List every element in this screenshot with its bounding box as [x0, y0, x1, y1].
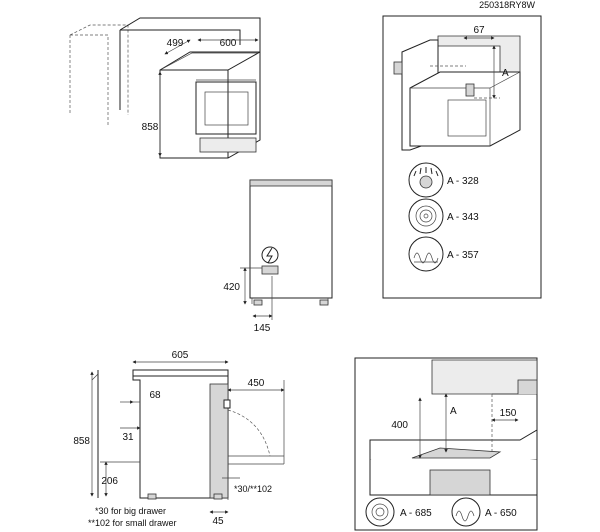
dim-foot: 45 [212, 516, 224, 527]
note-big-drawer: *30 for big drawer [95, 506, 166, 516]
dim-top-gap: 68 [149, 390, 161, 401]
dim-back-clearance: 450 [248, 378, 265, 389]
wall-bracket-icon [393, 61, 403, 75]
cooker-niche-drawing [69, 17, 261, 159]
rear-connection-drawing [240, 179, 333, 320]
anti-tilt-bracket-icon [465, 83, 475, 97]
dim-hob-400: 400 [391, 420, 408, 431]
gas-clearance-panel [382, 15, 542, 299]
dim-side-height: 858 [73, 436, 90, 447]
dim-connection-offset: 145 [254, 323, 271, 334]
dim-top-67: 67 [473, 25, 485, 36]
dim-depth-499: 499 [167, 38, 184, 49]
radiant-plate-icon-hob [365, 497, 395, 527]
label-a-685: A - 685 [400, 508, 432, 519]
electric-hazard-icon [261, 246, 279, 264]
dim-width-600: 600 [220, 38, 237, 49]
label-a-357: A - 357 [447, 250, 479, 261]
dim-hob-150: 150 [500, 408, 517, 419]
induction-coil-icon [408, 236, 444, 272]
dim-drawer-gap: *30/**102 [234, 484, 272, 494]
label-a-328: A - 328 [447, 176, 479, 187]
label-a-650: A - 650 [485, 508, 517, 519]
reference-code: 250318RY8W [479, 0, 535, 10]
label-a-343: A - 343 [447, 212, 479, 223]
dim-side-depth: 605 [172, 350, 189, 361]
dim-bottom: 206 [101, 476, 118, 487]
radiant-plate-icon [408, 198, 444, 234]
note-small-drawer: **102 for small drawer [88, 518, 177, 528]
dim-connection-height: 420 [223, 282, 240, 293]
gas-burner-icon [408, 162, 444, 198]
hob-clearance-panel [354, 357, 538, 531]
dim-a-gas: A [502, 68, 509, 79]
induction-coil-icon-hob [451, 497, 481, 527]
side-clearance-drawing [90, 360, 285, 514]
dim-a-hob: A [450, 406, 457, 417]
dim-height-858: 858 [142, 122, 159, 133]
dim-side-gap: 31 [122, 432, 134, 443]
